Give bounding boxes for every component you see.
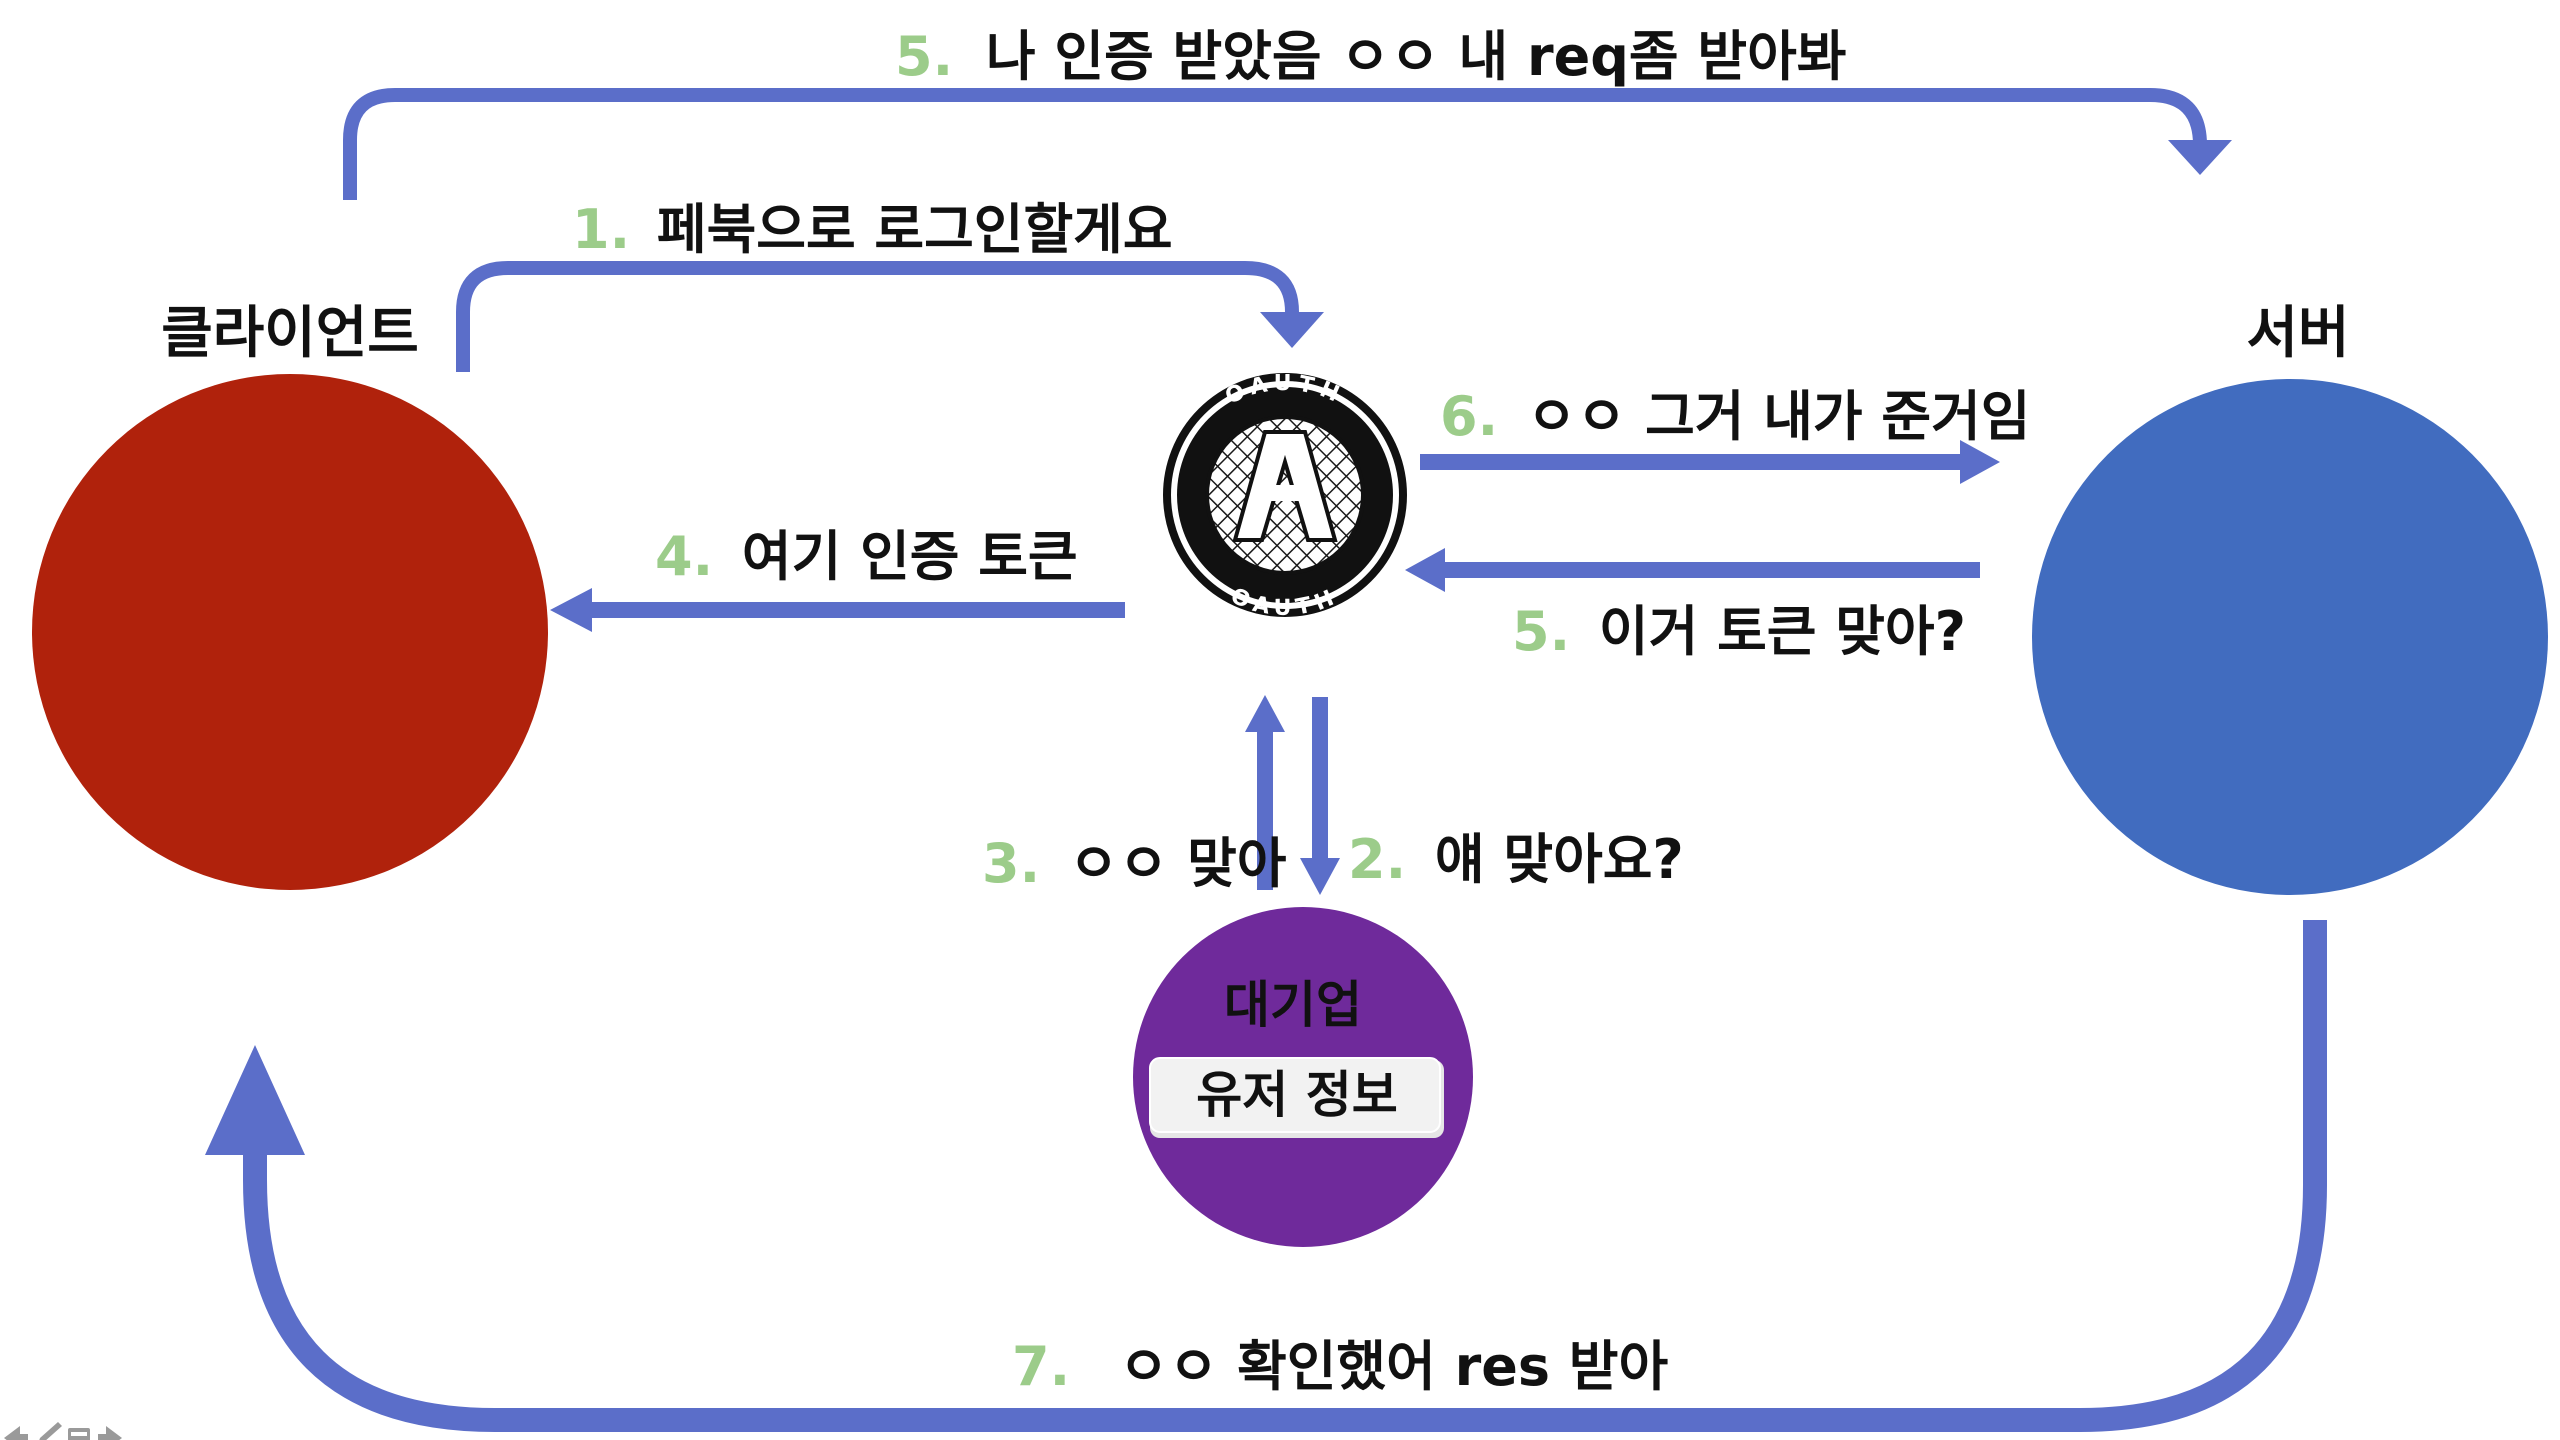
user-info-box: 유저 정보	[1149, 1057, 1444, 1138]
arrow-step5-server-to-oauth	[1405, 548, 1980, 592]
arrowhead	[1405, 548, 1445, 592]
arrow-step7-server-to-client	[205, 920, 2327, 1432]
server-title: 서버	[2246, 301, 2349, 366]
oauth-node: OAUTH OAUTH	[1163, 371, 1407, 621]
arrow-step2-oauth-to-corp	[1300, 697, 1340, 895]
arrowhead	[2168, 140, 2232, 175]
arrowhead	[1300, 858, 1340, 895]
step-7-label: 7. ㅇㅇ 확인했어 res 받아	[1012, 1335, 1668, 1398]
step-5-label: 5. 나 인증 받았음 ㅇㅇ 내 req좀 받아봐	[895, 25, 1846, 88]
arrow-step3-corp-to-oauth	[1245, 695, 1285, 890]
oauth-logo-icon: OAUTH OAUTH	[1163, 371, 1407, 621]
step-2-label: 2. 얘 맞아요?	[1348, 828, 1684, 891]
arrow-step5-client-to-server	[343, 88, 2232, 200]
arrow-right-icon[interactable]	[98, 1426, 122, 1440]
corp-title: 대기업	[1224, 976, 1362, 1034]
arrow-step4-oauth-to-client	[550, 588, 1125, 632]
presentation-toolbar	[4, 1422, 122, 1440]
client-node: 클라이언트	[32, 301, 548, 890]
arrow-step1-client-to-oauth	[456, 261, 1324, 372]
pencil-icon[interactable]	[36, 1422, 62, 1440]
corp-node: 대기업 유저 정보	[1133, 907, 1473, 1247]
step-3-label: 3. ㅇㅇ 맞아	[982, 832, 1287, 895]
server-node: 서버	[2032, 301, 2548, 895]
slides-icon[interactable]	[68, 1428, 90, 1440]
arrowhead	[1245, 695, 1285, 732]
arrowhead	[1960, 440, 2000, 484]
arrowhead	[550, 588, 592, 632]
client-circle	[32, 374, 548, 890]
arrowhead	[205, 1045, 305, 1155]
arrow-left-icon[interactable]	[4, 1426, 28, 1440]
step-6-label: 6. ㅇㅇ 그거 내가 준거임	[1440, 385, 2030, 448]
arrowhead	[1260, 312, 1324, 348]
step-1-label: 1. 페북으로 로그인할게요	[572, 198, 1173, 261]
step-5b-label: 5. 이거 토큰 맞아?	[1512, 600, 1966, 663]
step-4-label: 4. 여기 인증 토큰	[655, 525, 1078, 588]
user-info-label: 유저 정보	[1196, 1066, 1397, 1124]
server-circle	[2032, 379, 2548, 895]
arrow-step6-oauth-to-server	[1420, 440, 2000, 484]
client-title: 클라이언트	[161, 301, 419, 366]
